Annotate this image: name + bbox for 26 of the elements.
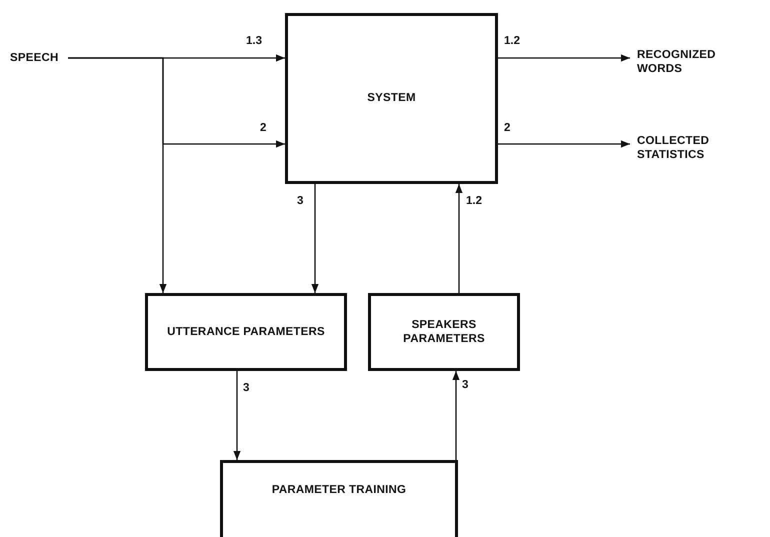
edge-label: 3 xyxy=(462,380,468,392)
box-label: UTTERANCE PARAMETERS xyxy=(167,324,325,340)
edge-label: 2 xyxy=(504,123,510,134)
process-box xyxy=(145,293,347,371)
flow-label: COLLECTED STATISTICS xyxy=(637,134,710,162)
edge-label: 3 xyxy=(243,383,250,394)
flow-label: RECOGNIZED WORDS xyxy=(637,48,717,76)
process-box xyxy=(285,13,498,184)
edge-label: 3 xyxy=(297,196,304,208)
arrow xyxy=(452,371,460,460)
arrow xyxy=(498,54,630,62)
edge-label: 1.3 xyxy=(246,36,262,48)
arrow xyxy=(498,140,630,148)
process-box xyxy=(368,293,520,371)
process-box xyxy=(220,460,458,537)
box-label: PARAMETER TRAINING xyxy=(272,483,406,498)
arrow xyxy=(68,57,167,293)
arrow xyxy=(233,371,241,460)
edge-label: 1.2 xyxy=(466,196,482,208)
arrow xyxy=(455,184,463,293)
flow-label: SPEECH xyxy=(10,50,58,66)
edge-label: 1.2 xyxy=(504,36,520,48)
box-label: SYSTEM xyxy=(367,91,416,106)
box-label: SPEAKERS PARAMETERS xyxy=(402,318,486,346)
arrow xyxy=(311,184,319,293)
edge-label: 2 xyxy=(260,123,266,134)
